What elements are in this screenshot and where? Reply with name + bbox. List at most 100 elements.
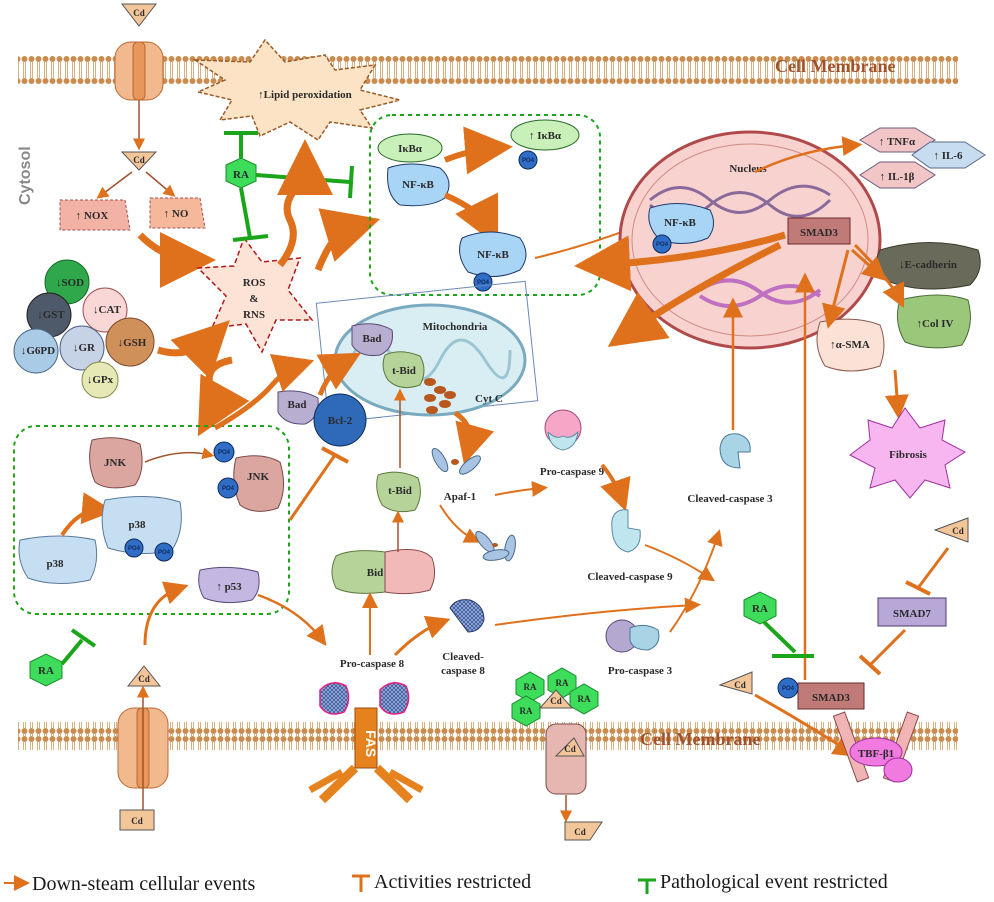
bottom-membrane [18, 722, 958, 750]
legend: Down-steam cellular events Activities re… [4, 871, 888, 895]
nfkb-nucleus: NF-κB [648, 203, 714, 244]
svg-text:Bad: Bad [288, 399, 307, 411]
procaspase8-label: Pro-caspase 8 [340, 658, 405, 670]
nfkb-free: NF-κB [459, 231, 527, 277]
col4-node: ↑Col IV [896, 294, 971, 349]
cd-cytosol-top: Cd [120, 151, 158, 171]
svg-text:Fibrosis: Fibrosis [889, 449, 927, 461]
nox-node: ↑ NOX [59, 199, 131, 231]
svg-text:Pro-caspase 3: Pro-caspase 3 [608, 665, 673, 677]
svg-text:↑Lipid peroxidation: ↑Lipid peroxidation [258, 89, 352, 101]
nfkb-box [369, 114, 601, 296]
svg-text:p38: p38 [46, 558, 64, 570]
svg-text:Cd: Cd [564, 744, 576, 754]
smad7-node: SMAD7 [877, 597, 947, 627]
ikba-node: IκBα [377, 133, 443, 163]
svg-text:↓GR: ↓GR [73, 342, 96, 354]
svg-text:PO4: PO4 [782, 686, 795, 692]
fas-receptor: FAS [308, 682, 424, 804]
lipid-peroxidation-burst: ↑Lipid peroxidation [192, 38, 401, 142]
tnfa-node: ↑ TNFα [859, 127, 936, 153]
svg-text:↓E-cadherin: ↓E-cadherin [899, 259, 957, 271]
po4-ikba [518, 150, 538, 170]
cd-exit: Cd [564, 821, 603, 841]
svg-text:PO4: PO4 [222, 486, 235, 492]
cd-right-lower: Cd [718, 671, 753, 695]
svg-text:SMAD3: SMAD3 [800, 227, 838, 239]
svg-text:Bcl-2: Bcl-2 [328, 415, 353, 427]
svg-text:t-Bid: t-Bid [388, 485, 412, 497]
svg-text:NF-κB: NF-κB [477, 249, 509, 261]
svg-text:SMAD7: SMAD7 [893, 608, 931, 620]
tbid-mito: t-Bid [382, 351, 425, 389]
ikba-up-node: ↑ IκBα [510, 119, 580, 151]
top-cd-channel [114, 41, 164, 101]
svg-text:PO4: PO4 [477, 280, 490, 286]
bad-mito: Bad [351, 323, 393, 356]
ecadherin-node: ↓E-cadherin [876, 242, 981, 290]
ra-right: RA [743, 591, 777, 625]
svg-text:↑α-SMA: ↑α-SMA [830, 339, 870, 351]
svg-text:Cyt C: Cyt C [475, 393, 503, 405]
svg-text:RA: RA [556, 678, 569, 688]
svg-text:RA: RA [578, 694, 591, 704]
cytosol-label: Cytosol [17, 146, 34, 205]
no-node: ↑ NO [149, 197, 206, 229]
svg-text:NF-κB: NF-κB [402, 179, 434, 191]
procaspase9: Pro-caspase 9 [540, 409, 605, 478]
membrane-label-top: Cell Membrane [775, 56, 895, 76]
cd-mid-left: Cd [126, 665, 162, 687]
ra-cluster: RA RA RA RA Cd [511, 667, 599, 727]
svg-text:Pro-caspase 9: Pro-caspase 9 [540, 466, 605, 478]
asma-node: ↑α-SMA [816, 318, 885, 372]
svg-text:Cleaved-caspase 3: Cleaved-caspase 3 [687, 493, 773, 505]
bcl2: Bcl-2 [313, 393, 367, 447]
svg-text:IκBα: IκBα [398, 143, 423, 155]
svg-text:Cd: Cd [574, 827, 586, 837]
bid: Bid [331, 549, 436, 595]
svg-text:PO4: PO4 [128, 546, 141, 552]
il6-node: ↑ IL-6 [911, 141, 986, 169]
svg-text:PO4: PO4 [158, 550, 171, 556]
antioxidant-cluster: ↓SOD ↓CAT ↓GST ↓G6PD ↓GR ↓GSH ↓GPx [13, 259, 155, 399]
cd-bottom-left: Cd [119, 809, 155, 831]
svg-text:p38: p38 [128, 519, 146, 531]
svg-text:PO4: PO4 [218, 450, 231, 456]
svg-text:↓CAT: ↓CAT [93, 304, 122, 316]
svg-text:RA: RA [520, 706, 533, 716]
legend-down: Down-steam cellular events [32, 873, 255, 895]
svg-text:RNS: RNS [243, 309, 265, 321]
smad3-nucleus: SMAD3 [787, 217, 851, 245]
il1b-node: ↑ IL-1β [859, 161, 936, 189]
cd-right: Cd [933, 517, 969, 543]
nfkb-cytosol: NF-κB [387, 163, 450, 207]
cleaved-caspase9: Cleaved-caspase 9 [587, 509, 673, 583]
svg-text:NF-κB: NF-κB [664, 217, 696, 229]
svg-text:↑ TNFα: ↑ TNFα [879, 136, 916, 148]
procaspase3: Pro-caspase 3 [605, 619, 673, 677]
jnk-p-node: JNK PO4 PO4 [213, 441, 284, 512]
svg-text:↑ IL-6: ↑ IL-6 [933, 150, 963, 162]
svg-text:↑ NO: ↑ NO [164, 208, 189, 220]
apoptosome [475, 531, 516, 562]
svg-text:JNK: JNK [104, 457, 126, 469]
membrane-label-bottom: Cell Membrane [640, 729, 760, 749]
cleaved-caspase8: Cleaved- caspase 8 [441, 599, 485, 677]
svg-text:RA: RA [752, 603, 768, 615]
svg-text:Cd: Cd [734, 680, 746, 690]
svg-text:RA: RA [38, 665, 54, 677]
svg-text:↓GST: ↓GST [37, 309, 65, 321]
svg-text:↑ IL-1β: ↑ IL-1β [880, 171, 915, 183]
svg-text:Mitochondria: Mitochondria [423, 321, 488, 333]
tgf-receptor: TBF-β1 [832, 711, 920, 783]
svg-text:PO4: PO4 [656, 242, 669, 248]
svg-text:↑Col IV: ↑Col IV [917, 318, 954, 330]
ra-left: RA [29, 653, 63, 687]
svg-text:Cd: Cd [133, 155, 145, 165]
svg-text:Cd: Cd [550, 696, 562, 706]
svg-text:RA: RA [524, 682, 537, 692]
svg-text:RA: RA [233, 169, 249, 181]
bad-cytosol: Bad [277, 390, 319, 425]
svg-text:Cd: Cd [138, 674, 150, 684]
